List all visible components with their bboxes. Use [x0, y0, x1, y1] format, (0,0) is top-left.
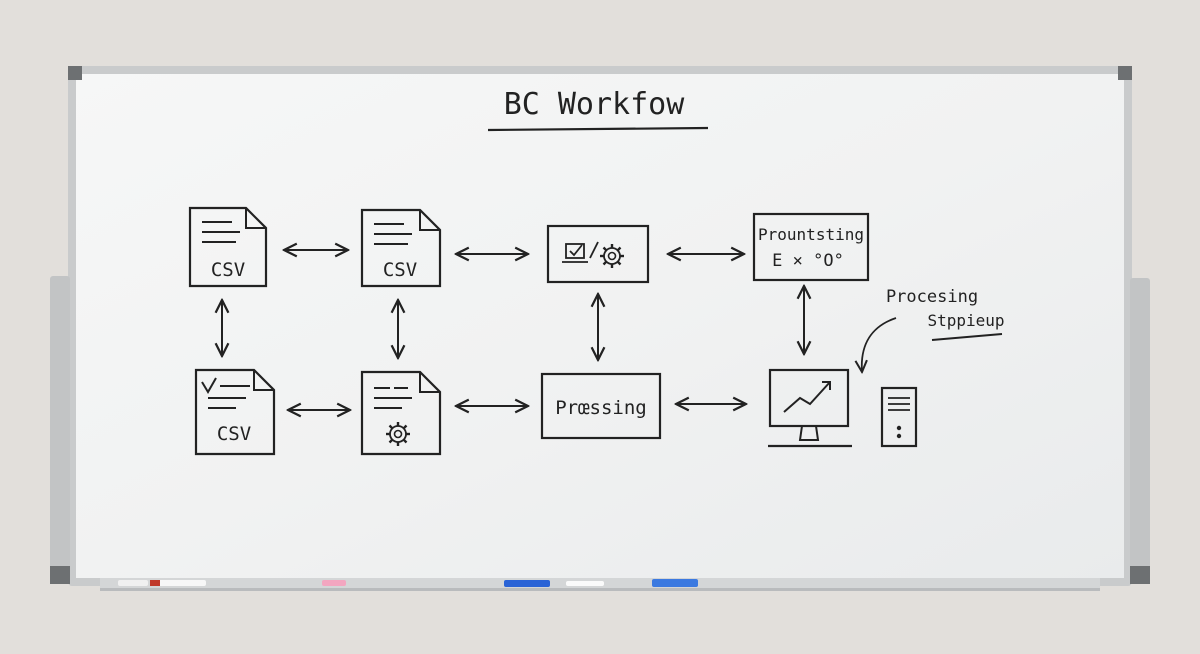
- title-underline: [487, 126, 709, 132]
- blue-eraser: [652, 579, 698, 587]
- left-side-rail: [50, 276, 70, 582]
- annotation-pointer-arrow: [862, 317, 897, 372]
- check-settings-node: [546, 224, 650, 284]
- marker-white-red-cap: [150, 580, 206, 586]
- server-node: [880, 386, 918, 448]
- tray-markers[interactable]: [118, 579, 698, 587]
- csv-label: CSV: [383, 259, 417, 281]
- corner-cap: [1118, 66, 1132, 80]
- monitor-chart-icon: [768, 368, 850, 428]
- corner-cap: [1130, 566, 1150, 584]
- server-tower-icon: [880, 386, 918, 448]
- csv-document-node-3: CSV: [194, 368, 276, 456]
- board-title: BC Workfow: [504, 87, 686, 122]
- annotation-line-2: Stppieup: [927, 311, 1004, 330]
- white-marker: [566, 581, 604, 586]
- document-gear-node: [360, 370, 442, 456]
- check-gear-icon: [562, 241, 624, 268]
- document-gear-icon: [360, 370, 442, 456]
- document-icon: [360, 208, 442, 288]
- csv-label: CSV: [217, 423, 251, 445]
- corner-cap: [68, 66, 82, 80]
- connector-arrows: [222, 250, 804, 410]
- gear-icon: [386, 422, 410, 446]
- prountsting-node: Prountsting E × °O°: [752, 212, 870, 282]
- annotation-line-1: Procesing: [886, 287, 978, 307]
- corner-cap: [50, 566, 70, 584]
- csv-document-node-1: CSV: [188, 206, 268, 288]
- pink-marker: [322, 580, 346, 586]
- prountsting-label: Prountsting: [758, 225, 864, 244]
- monitor-node: [768, 368, 852, 448]
- checked-document-icon: [194, 368, 276, 456]
- right-side-rail: [1130, 278, 1150, 582]
- processing-label: Prœssing: [555, 397, 647, 419]
- csv-label: CSV: [211, 259, 245, 281]
- document-icon: [188, 206, 268, 288]
- csv-document-node-2: CSV: [360, 208, 442, 288]
- blue-marker: [504, 580, 550, 587]
- processing-node: Prœssing: [540, 372, 662, 440]
- white-marker: [118, 580, 148, 586]
- prountsting-sublabel: E × °O°: [772, 251, 844, 271]
- check-icon: [201, 377, 217, 394]
- annotation: Procesing Stppieup: [862, 287, 1005, 372]
- annotation-underline: [931, 333, 1003, 341]
